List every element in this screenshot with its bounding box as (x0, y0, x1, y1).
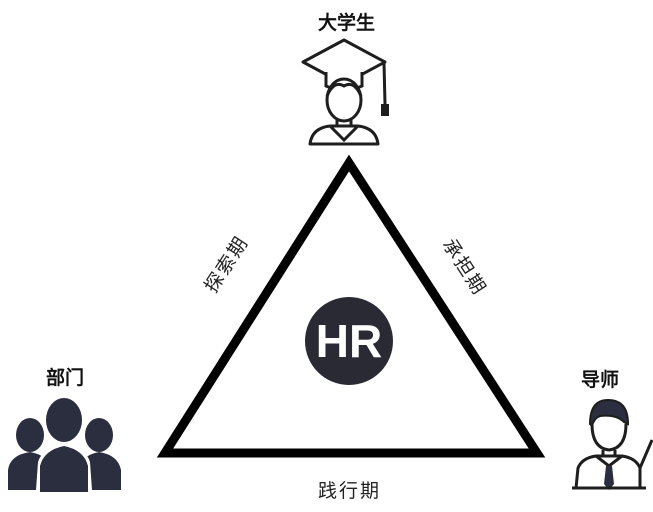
group-of-people-icon (8, 394, 121, 492)
department-label: 部门 (46, 367, 85, 389)
teacher-icon (572, 398, 653, 490)
hr-label: HR (316, 315, 382, 367)
student-label: 大学生 (318, 12, 376, 34)
mentor-label: 导师 (581, 369, 620, 391)
phase-practice-label: 践行期 (318, 480, 382, 502)
hr-circle (305, 297, 393, 385)
graduate-student-icon (301, 38, 389, 146)
relationship-triangle (156, 154, 546, 458)
